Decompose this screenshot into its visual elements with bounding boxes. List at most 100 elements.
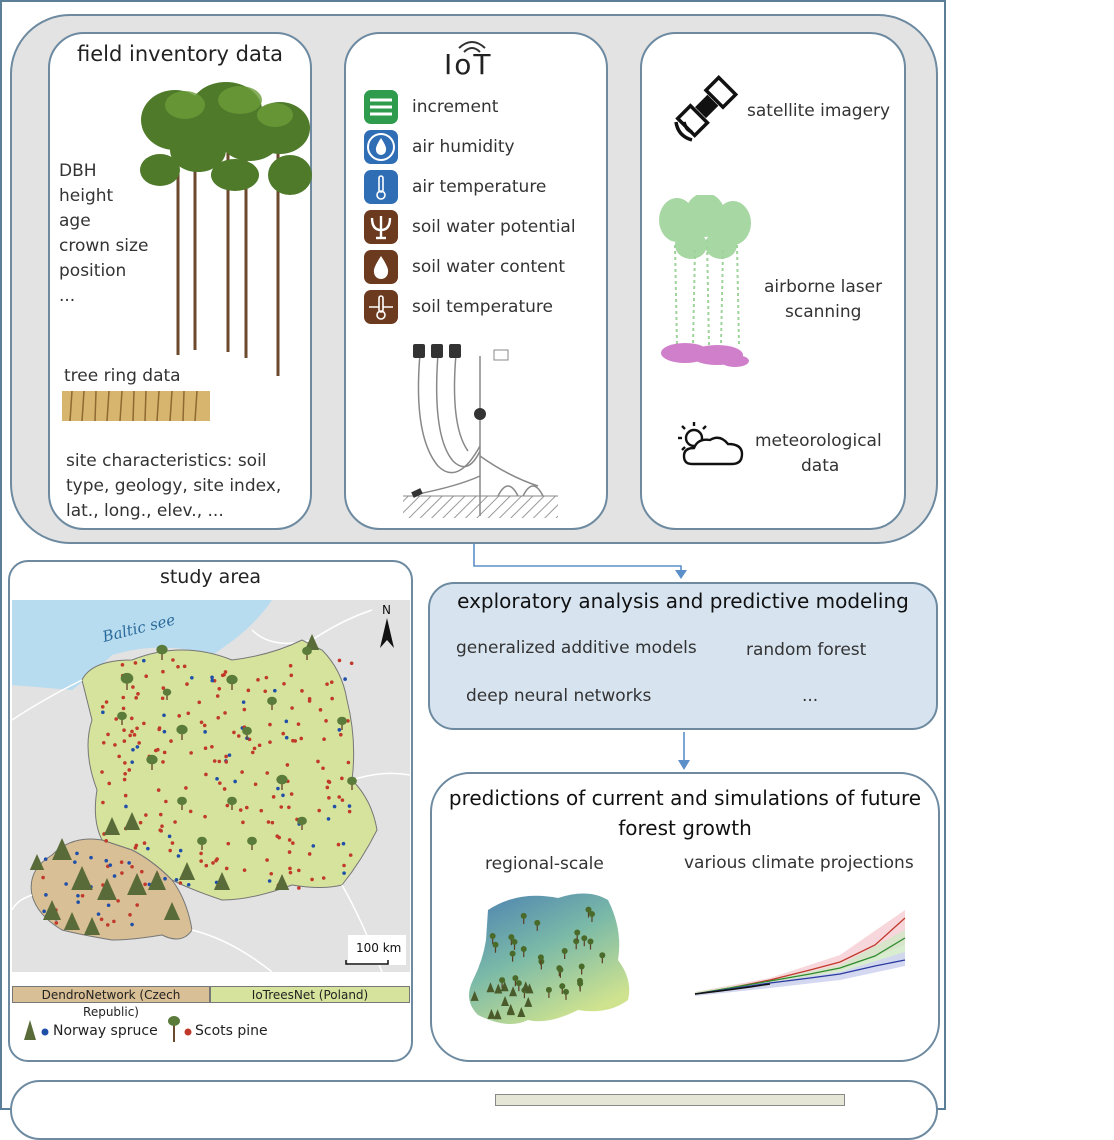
plot-dot <box>114 717 118 721</box>
plot-dot <box>123 793 128 798</box>
prediction-tree-symbol <box>557 966 564 978</box>
pine-tree-symbol <box>120 672 134 690</box>
plot-dot <box>146 846 150 851</box>
plot-dot <box>291 738 295 743</box>
als-label-line-2: scanning <box>785 302 862 322</box>
water-drop-icon <box>364 250 398 284</box>
pine-legend-icon <box>168 1016 192 1042</box>
psi-icon <box>364 210 398 244</box>
plot-dot <box>169 739 173 743</box>
study-area-map: Baltic see N 100 km <box>12 600 410 972</box>
plot-dot <box>236 734 241 738</box>
soil-thermometer-icon <box>364 290 398 324</box>
plot-dot <box>42 909 46 914</box>
plot-dot <box>185 682 189 686</box>
plot-dot <box>341 841 346 846</box>
plot-dot <box>127 768 132 772</box>
plot-dot <box>347 809 352 814</box>
plot-dot <box>332 804 337 809</box>
prediction-spruce-symbol <box>509 986 518 997</box>
plot-dot <box>186 882 191 887</box>
prediction-spruce-symbol <box>500 981 509 992</box>
plot-dot <box>326 817 331 821</box>
field-attr-position: position <box>59 261 127 281</box>
plot-dot <box>75 851 79 856</box>
plot-dot <box>266 820 271 824</box>
plot-dot <box>329 680 334 685</box>
iot-item-soil-temperature: soil temperature <box>412 297 553 317</box>
plot-dot <box>349 661 354 666</box>
plot-dot <box>257 743 262 748</box>
field-attr-height: height <box>59 186 114 206</box>
plot-dot <box>284 735 289 740</box>
plot-dot <box>178 848 183 853</box>
plot-dot <box>116 899 120 903</box>
pine-tree-symbol <box>297 816 307 830</box>
plot-dot <box>215 857 219 861</box>
plot-dot <box>233 779 237 784</box>
prediction-tree-symbol <box>585 906 592 918</box>
plot-dot <box>327 796 331 800</box>
plot-dot <box>142 841 147 845</box>
plot-dot <box>128 912 132 917</box>
plot-dot <box>122 739 127 743</box>
plot-dot <box>285 763 290 767</box>
plot-dot <box>186 711 191 716</box>
plot-dot <box>227 753 232 757</box>
plot-dot <box>157 727 162 732</box>
prediction-tree-symbol <box>520 912 527 924</box>
field-attr-dbh: DBH <box>59 161 97 181</box>
plot-dot <box>107 781 112 786</box>
plot-dot <box>224 760 229 764</box>
analysis-title: exploratory analysis and predictive mode… <box>457 589 909 613</box>
plot-dot <box>188 809 193 814</box>
plot-dot <box>76 900 80 904</box>
plot-dot <box>347 804 352 808</box>
bottom-image-partial <box>495 1094 845 1106</box>
plot-dot <box>325 682 329 686</box>
prediction-spruce-symbol <box>494 983 503 994</box>
legend-scots-pine: Scots pine <box>195 1023 268 1039</box>
plot-dot <box>162 750 167 755</box>
plot-dot <box>117 754 121 759</box>
pine-tree-symbol <box>177 796 187 810</box>
plot-dot <box>101 710 105 715</box>
plot-dot <box>256 678 260 682</box>
plot-dot <box>101 740 106 745</box>
prediction-spruce-symbol <box>493 1009 502 1020</box>
site-characteristics-line-3: lat., long., elev., ... <box>66 501 224 521</box>
plot-dot <box>218 781 222 785</box>
plot-dot <box>120 871 124 875</box>
plot-dot <box>321 876 326 880</box>
plot-dot <box>130 760 134 764</box>
prediction-tree-symbol <box>581 935 588 947</box>
plot-dot <box>124 804 128 809</box>
plot-dot <box>282 681 286 686</box>
map-legend-czech: DendroNetwork (Czech Republic) <box>12 986 210 1019</box>
predictions-climate-projections: various climate projections <box>684 853 914 873</box>
plot-dot <box>80 893 85 898</box>
prediction-spruce-symbol <box>517 1006 526 1017</box>
plot-dot <box>167 834 172 839</box>
plot-dot <box>300 689 304 693</box>
field-attr-age: age <box>59 211 91 231</box>
plot-dot <box>268 740 272 744</box>
prediction-tree-symbol <box>545 986 552 998</box>
plot-dot <box>265 858 269 862</box>
plot-dot <box>318 708 323 712</box>
plot-dot <box>73 860 77 864</box>
prediction-tree-symbol <box>578 963 585 975</box>
plot-dot <box>100 705 105 709</box>
spruce-tree-symbol <box>127 873 147 895</box>
method-gam: generalized additive models <box>456 638 697 658</box>
iot-item-air-temperature: air temperature <box>412 177 547 197</box>
plot-dot <box>284 719 289 724</box>
plot-dot <box>184 786 188 790</box>
pine-tree-symbol <box>247 836 257 850</box>
plot-dot <box>340 776 344 781</box>
plot-dot <box>330 696 334 701</box>
prediction-spruce-symbol <box>487 1008 496 1019</box>
plot-dot <box>223 711 227 715</box>
prediction-tree-symbol <box>515 980 522 992</box>
plot-dot <box>342 871 346 875</box>
